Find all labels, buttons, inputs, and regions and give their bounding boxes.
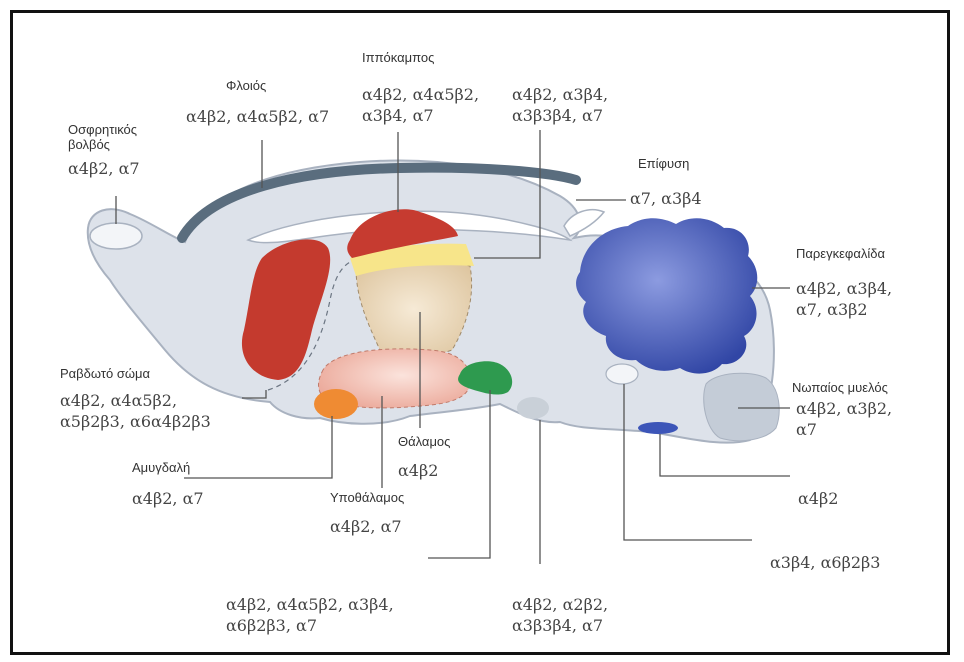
olfactory-bulb-subunits: α4β2, α7	[68, 158, 140, 179]
striatum-subunits-1: α4β2, α4α5β2,	[60, 390, 211, 411]
thalamus-subunits: α4β2	[398, 460, 438, 481]
pineal-subunits: α7, α3β4	[630, 188, 702, 209]
interpeduncular-subunits-1: α4β2, α2β2,	[512, 594, 608, 615]
cortex-subunits: α4β2, α4α5β2, α7	[186, 106, 329, 127]
vta-subunits-2: α6β2β3, α7	[226, 615, 394, 636]
olfactory-bulb-label: Οσφρητικός βολβός α4β2, α7	[68, 122, 140, 179]
cortex-label: Φλοιός	[222, 78, 266, 93]
habenula-subunits-2: α3β3β4, α7	[512, 105, 608, 126]
striatum-subunits: α4β2, α4α5β2, α5β2β3, α6α4β2β3	[60, 390, 211, 432]
cerebellum-name: Παρεγκεφαλίδα	[796, 246, 885, 261]
interpeduncular-subunits: α4β2, α2β2, α3β3β4, α7	[512, 594, 608, 636]
pineal-name: Επίφυση	[638, 156, 689, 171]
hypothalamus-subunits: α4β2, α7	[330, 516, 402, 537]
hippocampus-subunits-2: α3β4, α7	[362, 105, 479, 126]
medulla-subunits-1: α4β2, α3β2,	[796, 398, 892, 419]
hippocampus-subunits-1: α4β2, α4α5β2,	[362, 84, 479, 105]
interpeduncular-shape	[517, 397, 549, 419]
olfactory-bulb-name-1: Οσφρητικός	[68, 122, 140, 137]
medulla-subunits-2: α7	[796, 419, 892, 440]
amygdala-subunits: α4β2, α7	[132, 488, 204, 509]
cerebellum-subunits-2: α7, α3β2	[796, 299, 892, 320]
hippocampus-label: Ιππόκαμπος	[362, 50, 434, 65]
striatum-subunits-2: α5β2β3, α6α4β2β3	[60, 411, 211, 432]
interpeduncular-subunits-2: α3β3β4, α7	[512, 615, 608, 636]
locus-shape	[606, 364, 638, 384]
locus-subunits: α3β4, α6β2β3	[770, 552, 880, 573]
olfactory-bulb-name-2: βολβός	[68, 137, 140, 152]
olfactory-bulb-shape	[90, 223, 142, 249]
medulla-name: Νωπαίος μυελός	[792, 380, 888, 395]
pons-nucleus-subunits: α4β2	[798, 488, 838, 509]
hippocampus-subunits: α4β2, α4α5β2, α3β4, α7	[362, 84, 479, 126]
hippocampus-name: Ιππόκαμπος	[362, 50, 434, 65]
habenula-subunits: α4β2, α3β4, α3β3β4, α7	[512, 84, 608, 126]
medulla-subunits: α4β2, α3β2, α7	[796, 398, 892, 440]
amygdala-name: Αμυγδαλή	[132, 460, 190, 475]
medulla-shape	[704, 373, 780, 441]
hypothalamus-name: Υποθάλαμος	[330, 490, 404, 505]
vta-subunits: α4β2, α4α5β2, α3β4, α6β2β3, α7	[226, 594, 394, 636]
striatum-name: Ραβδωτό σώμα	[60, 366, 150, 381]
cerebellum-subunits: α4β2, α3β4, α7, α3β2	[796, 278, 892, 320]
cortex-name: Φλοιός	[226, 78, 266, 93]
amygdala-shape	[314, 389, 358, 419]
habenula-subunits-1: α4β2, α3β4,	[512, 84, 608, 105]
thalamus-name: Θάλαμος	[398, 434, 450, 449]
pons-nucleus-shape	[638, 422, 678, 434]
cerebellum-subunits-1: α4β2, α3β4,	[796, 278, 892, 299]
vta-subunits-1: α4β2, α4α5β2, α3β4,	[226, 594, 394, 615]
